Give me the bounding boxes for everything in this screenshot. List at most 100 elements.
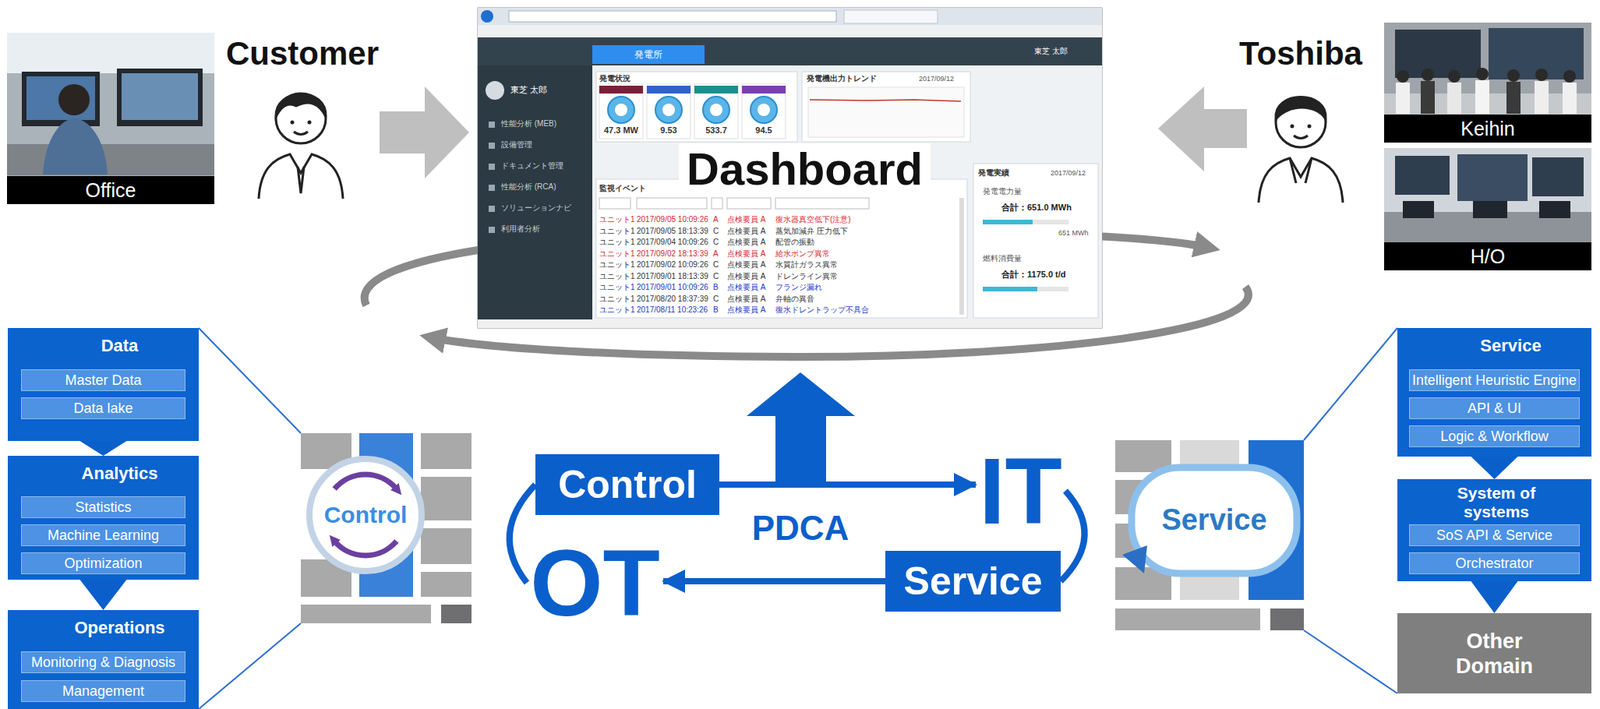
screen-text: 2017/09/01 18:13:39 [636, 271, 709, 282]
item-box: SoS API & Service [1409, 524, 1580, 547]
photo-person-body [1562, 82, 1577, 114]
screen-text: 点検要員 A [727, 305, 766, 315]
module-bar [441, 604, 472, 624]
flow-arrow [1471, 456, 1519, 480]
screen-text: C [713, 226, 719, 237]
screen-text: 弁軸の異音 [775, 294, 815, 304]
toolbar [477, 24, 1102, 38]
screen-text: 2017/09/01 10:09:26 [636, 282, 709, 293]
item-box: Logic & Workflow [1409, 425, 1580, 448]
screen-text: 復水器真空低下(注意) [775, 215, 852, 225]
item-box: Statistics [21, 496, 186, 519]
photo-person-body [1420, 81, 1435, 114]
screen-text: ドキュメント管理 [501, 161, 564, 171]
photo-ground [7, 32, 215, 205]
module-ring [1131, 467, 1297, 574]
screen-text: 水質計ガラス異常 [775, 260, 838, 270]
node-text: Service [1161, 503, 1267, 538]
node-text: Management [62, 682, 145, 700]
big-word: OT [526, 536, 664, 630]
screen-text: C [713, 271, 719, 282]
photo-screen [1457, 154, 1528, 202]
screen-text: 東芝 太郎 [1034, 46, 1068, 57]
item-box: Data lake [21, 397, 186, 420]
icon-mouth [293, 131, 308, 135]
panel [596, 71, 798, 142]
card-bar [741, 85, 786, 94]
item-box: Master Data [21, 369, 186, 392]
photo-person-head [1563, 70, 1576, 83]
function-box: System of systemsSoS API & ServiceOrches… [1397, 479, 1592, 582]
process-box: Service [885, 550, 1061, 612]
node-text: Service [1436, 332, 1586, 360]
screen-text: 2017/09/12 [918, 74, 954, 84]
photo-person-head [1396, 70, 1410, 83]
leader-connector [1303, 630, 1398, 694]
filter-box [636, 197, 707, 209]
screen-text: 蒸気加減弁 圧力低下 [775, 226, 848, 237]
photo-screen [1395, 155, 1450, 195]
photo-person-body [1506, 81, 1521, 114]
photo-monitor [1472, 201, 1508, 219]
flow-arrow [80, 579, 128, 611]
screen-text: 性能分析 (MEB) [501, 119, 557, 129]
screen-text: 監視イベント [599, 183, 647, 194]
screen-text: 2017/09/04 10:09:26 [636, 237, 709, 248]
screen-text: A [713, 249, 719, 259]
grey-block-arrow [379, 86, 470, 179]
dashboard-screenshot: Dashboard発電所東芝 太郎東芝 太郎性能分析 (MEB)設備管理ドキュメ… [477, 7, 1102, 329]
photo-ground [1384, 22, 1592, 143]
icon-mouth [1293, 135, 1308, 139]
screen-text: ユニット1 [599, 215, 636, 225]
photo-window [7, 32, 215, 74]
item-box: Orchestrator [1409, 552, 1580, 575]
screen-text: 設備管理 [501, 140, 533, 150]
screen-text: ユニット1 [599, 237, 636, 248]
menu-icon [488, 163, 495, 170]
dashboard-screenshot [477, 7, 1102, 329]
window-frame [477, 7, 1102, 329]
screen-text: A [713, 215, 719, 225]
domain-box: Other Domain [1397, 613, 1592, 694]
screen-text: 点検要員 A [727, 294, 766, 304]
screen-text: 2017/08/11 10:23:26 [636, 305, 708, 315]
title-bar [477, 7, 1102, 25]
screen-text: 合計：651.0 MWh [1001, 202, 1072, 213]
panel [973, 163, 1099, 318]
leader-connector [198, 623, 301, 709]
screen-text: 給水ポンプ異常 [775, 249, 831, 259]
control-module [300, 433, 472, 624]
progress-track [982, 286, 1069, 292]
module-bar [1115, 608, 1261, 631]
screen-text: ソリューションナビ [501, 203, 572, 213]
screen-text: 復水ドレントラップ不具合 [775, 305, 869, 315]
screen-text: ユニット1 [599, 305, 636, 315]
screen-text: 点検要員 A [727, 237, 766, 248]
module-graphic: Control [300, 433, 472, 624]
screen-text: 533.7 [705, 125, 728, 136]
progress-bar [982, 286, 1038, 292]
icon-head [275, 93, 326, 144]
item-box: Intelligent Heuristic Engine [1409, 369, 1580, 392]
menu-icon [488, 184, 495, 191]
gauge-card [694, 84, 739, 139]
heading-label: Toshiba [1239, 34, 1363, 74]
photo-person-head [1476, 67, 1489, 81]
photo-person-head [1421, 68, 1434, 82]
keihin-photo [1384, 22, 1592, 143]
app-header [477, 37, 1102, 66]
screen-text: 燃料消費量 [982, 254, 1022, 264]
flow-connector [663, 578, 886, 585]
menu-icon [488, 205, 495, 212]
screen-text: 2017/09/05 10:09:26 [636, 215, 709, 225]
function-box: ServiceIntelligent Heuristic EngineAPI &… [1397, 328, 1592, 457]
screen-text: 性能分析 (RCA) [501, 182, 557, 192]
screen-text: フランジ漏れ [775, 282, 823, 293]
photo-screen [121, 73, 198, 121]
menu-icon [488, 121, 495, 128]
screen-text: 発電電力量 [982, 187, 1022, 197]
screen-text: ユニット1 [599, 294, 636, 304]
screen-text: 点検要員 A [727, 226, 766, 237]
node-text: Orchestrator [1455, 554, 1533, 573]
